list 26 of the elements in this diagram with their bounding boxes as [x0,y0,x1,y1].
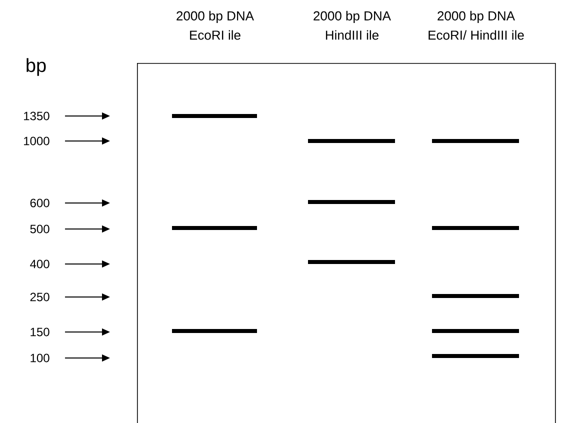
dna-band [432,354,519,358]
lane-label: 2000 bp DNA [438,10,515,24]
lane-label: EcoRI/ HindIII ile [428,30,524,40]
dna-band [432,226,519,230]
dna-band [172,226,257,230]
size-label: 500 [30,224,50,234]
lane-label: 2000 bp DNA [314,10,391,24]
size-label: 100 [30,354,50,362]
size-label: 400 [30,260,50,268]
dna-band [432,329,519,333]
size-label: 600 [30,198,50,208]
dna-band [308,260,395,264]
size-label: 1000 [24,136,50,146]
lane-label: 2000 bp DNA [176,10,254,24]
axis-unit: bp [26,58,46,76]
size-label: 1350 [24,112,50,120]
dna-band [172,114,257,118]
lane-label: HindIII ile [326,30,378,40]
dna-band [172,329,257,333]
dna-band [432,294,519,298]
size-label: 250 [30,292,50,302]
size-label: 150 [30,328,50,336]
lane-label: EcoRI ile [190,30,240,40]
dna-band [308,139,395,143]
dna-band [432,139,519,143]
dna-band [308,200,395,204]
